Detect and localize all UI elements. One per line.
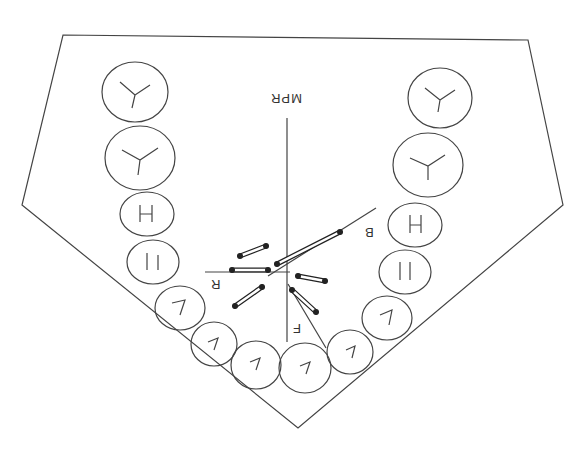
- axis-label: R: [210, 278, 220, 291]
- axis-label: F: [292, 322, 301, 335]
- spring: [277, 232, 340, 264]
- cast-outline: [22, 35, 563, 428]
- axis-label: B: [364, 226, 374, 239]
- midline-label: MPR: [270, 92, 302, 105]
